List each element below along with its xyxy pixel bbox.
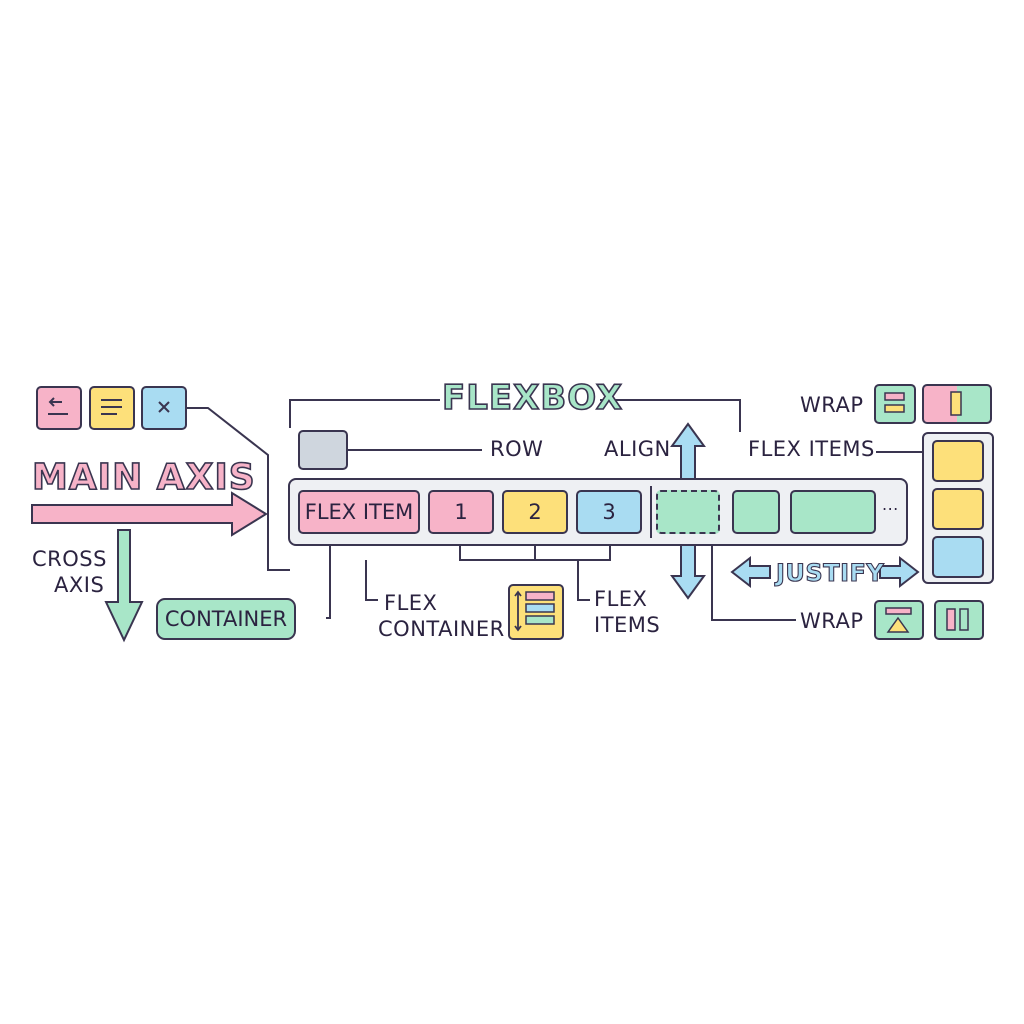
column-item-2 bbox=[932, 488, 984, 530]
main-axis-arrow bbox=[31, 491, 268, 537]
flex-container-icon bbox=[508, 584, 564, 640]
row-label: ROW bbox=[490, 437, 544, 461]
container-label: CONTAINER bbox=[164, 607, 288, 631]
flex-items-bottom-label-line2: ITEMS bbox=[594, 613, 661, 637]
flex-item-box: FLEX ITEM bbox=[298, 490, 420, 534]
cross-axis-label-line1: CROSS bbox=[32, 547, 107, 571]
flex-items-bottom-label-line1: FLEX bbox=[594, 587, 648, 611]
align-label: ALIGN bbox=[604, 437, 671, 461]
item-2-box: 2 bbox=[502, 490, 568, 534]
column-item-1 bbox=[932, 440, 984, 482]
justify-right-arrow bbox=[879, 555, 920, 589]
item-5-box bbox=[790, 490, 876, 534]
item-2-label: 2 bbox=[528, 500, 542, 524]
wrap-bottom-label: WRAP bbox=[800, 609, 864, 633]
wrap-bars-icon[interactable] bbox=[934, 600, 984, 640]
item-1-box: 1 bbox=[428, 490, 494, 534]
column-item-3 bbox=[932, 536, 984, 578]
container-pill: CONTAINER bbox=[156, 598, 296, 640]
wrap-columns-icon[interactable] bbox=[922, 384, 992, 424]
item-4-box bbox=[732, 490, 780, 534]
flex-items-top-label: FLEX ITEMS bbox=[748, 437, 875, 461]
back-arrow-icon[interactable] bbox=[36, 386, 82, 430]
item-3-box: 3 bbox=[576, 490, 642, 534]
justify-label: JUSTIFY bbox=[775, 559, 885, 587]
main-axis-label: MAIN AXIS bbox=[31, 457, 256, 498]
wrap-rows-icon[interactable] bbox=[874, 384, 916, 424]
justify-left-arrow bbox=[730, 555, 771, 589]
row-ellipsis: ... bbox=[882, 495, 899, 514]
close-icon[interactable] bbox=[141, 386, 187, 430]
wrap-top-label: WRAP bbox=[800, 393, 864, 417]
wrap-triangle-icon[interactable] bbox=[874, 600, 924, 640]
flex-container-label-line2: CONTAINER bbox=[378, 617, 505, 641]
cross-axis-label-line2: AXIS bbox=[54, 573, 105, 597]
cross-axis-arrow bbox=[104, 529, 144, 643]
row-indicator-box bbox=[298, 430, 348, 470]
flex-container-label-line1: FLEX bbox=[384, 591, 438, 615]
item-3-label: 3 bbox=[602, 500, 616, 524]
flex-item-label: FLEX ITEM bbox=[304, 500, 414, 524]
item-1-label: 1 bbox=[454, 500, 468, 524]
dashed-item-box bbox=[656, 490, 720, 534]
document-lines-icon[interactable] bbox=[89, 386, 135, 430]
row-divider bbox=[650, 486, 652, 538]
diagram-title: FLEXBOX bbox=[441, 378, 624, 418]
